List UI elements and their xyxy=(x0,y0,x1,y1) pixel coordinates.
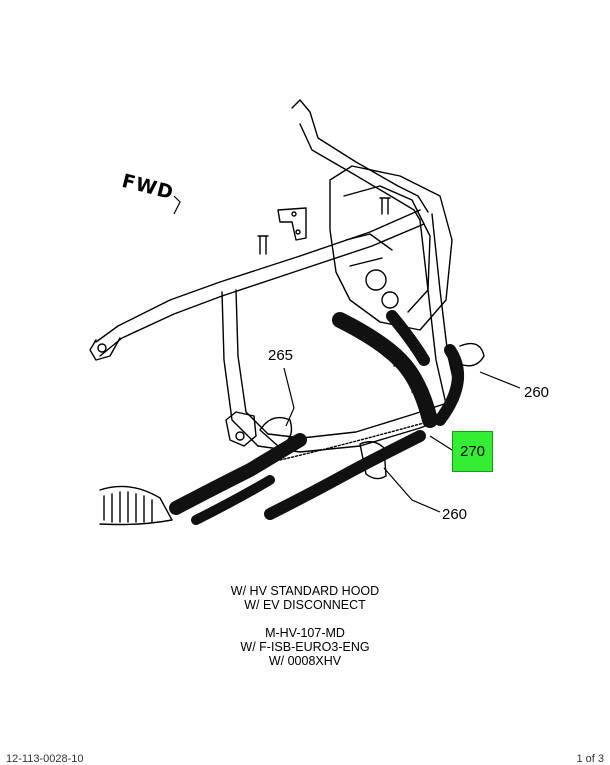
motor-housing xyxy=(329,165,453,331)
frame-cross-tube xyxy=(95,209,421,343)
hose-lower-right xyxy=(264,430,426,520)
clamp-260-bottom xyxy=(359,441,387,480)
note-engine-code: W/ F-ISB-EURO3-ENG xyxy=(240,640,370,654)
callout-260-top[interactable]: 260 xyxy=(524,384,550,401)
leader-265 xyxy=(283,367,295,427)
hose-right xyxy=(434,344,464,426)
footer-page: 1 of 3 xyxy=(576,753,604,765)
callout-270-highlight[interactable]: 270 xyxy=(452,431,493,472)
frame-right-leg xyxy=(419,219,447,405)
frame-left-leg xyxy=(221,291,259,447)
parts-diagram xyxy=(89,99,521,526)
clamp-260-top xyxy=(459,342,485,367)
mount-bracket xyxy=(89,337,121,361)
hose-lower-left xyxy=(169,433,307,515)
note-option-code: W/ 0008XHV xyxy=(268,654,342,668)
note-hv-standard-hood: W/ HV STANDARD HOOD xyxy=(230,584,380,598)
callout-270: 270 xyxy=(459,443,486,460)
frame-top-tube xyxy=(291,99,429,213)
leader-260-top xyxy=(479,371,521,389)
hose-upper xyxy=(332,312,438,428)
leader-260-bottom xyxy=(383,467,441,513)
corrugated-conduit xyxy=(99,485,173,526)
callout-260-bottom[interactable]: 260 xyxy=(442,506,468,523)
fwd-arrow-icon xyxy=(173,195,181,215)
note-model-code: M-HV-107-MD xyxy=(265,626,345,640)
leader-270 xyxy=(429,435,453,451)
note-ev-disconnect: W/ EV DISCONNECT xyxy=(244,598,366,612)
footer-doc-id: 12-113-0028-10 xyxy=(6,753,84,765)
callout-265[interactable]: 265 xyxy=(268,347,294,364)
